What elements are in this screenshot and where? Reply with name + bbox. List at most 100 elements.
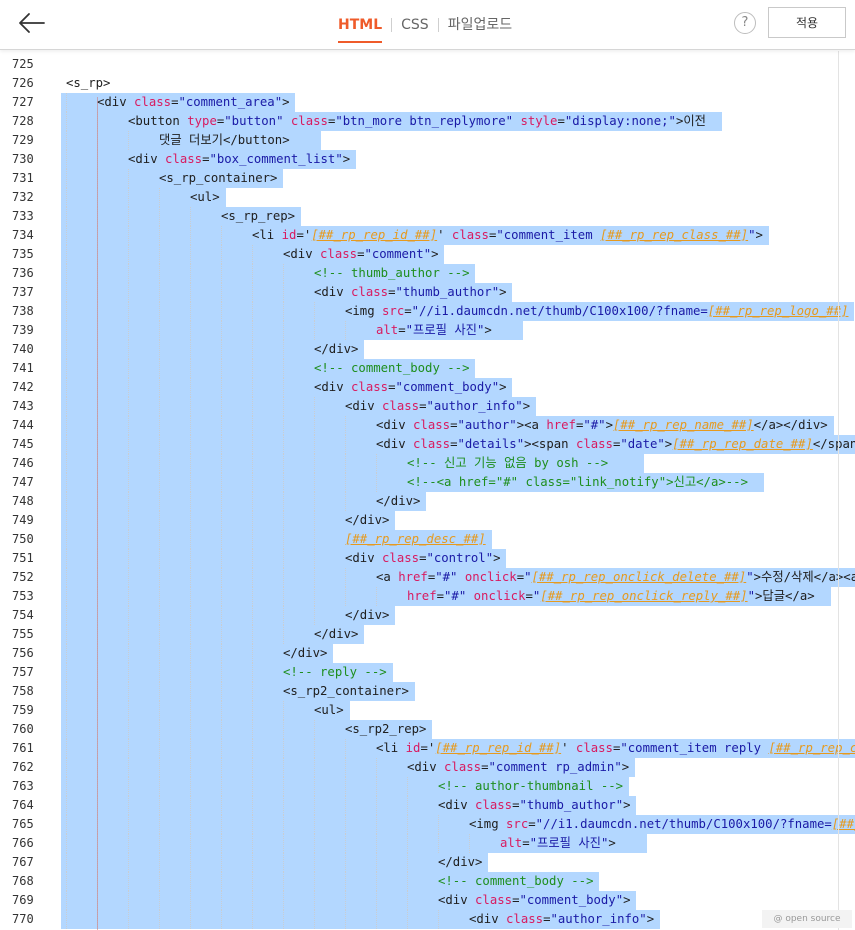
indent-guide xyxy=(252,302,253,321)
code-line[interactable]: 728<button type="button" class="btn_more… xyxy=(0,112,855,131)
open-source-badge[interactable]: @ open source xyxy=(762,910,852,928)
code-line[interactable]: 763<!-- author-thumbnail --> xyxy=(0,777,855,796)
code-line[interactable]: 754</div> xyxy=(0,606,855,625)
code-line[interactable]: 770<div class="author_info"> xyxy=(0,910,855,929)
code-tag-token: <s_rp_container> xyxy=(159,171,278,185)
code-string-token: "comment_item reply xyxy=(620,741,769,755)
indent-guide xyxy=(190,454,191,473)
tab-html[interactable]: HTML xyxy=(338,17,383,43)
indent-guide xyxy=(283,397,284,416)
code-line[interactable]: 760<s_rp2_rep> xyxy=(0,720,855,739)
tab-file-upload[interactable]: 파일업로드 xyxy=(447,17,513,33)
code-tag-token: = xyxy=(202,152,210,166)
indent-guide xyxy=(128,359,129,378)
code-line[interactable]: 767</div> xyxy=(0,853,855,872)
selection-highlight xyxy=(61,340,365,359)
indent-guide xyxy=(128,264,129,283)
code-line[interactable]: 727<div class="comment_area"> xyxy=(0,93,855,112)
code-tag-token: > xyxy=(522,399,531,413)
indent-guide xyxy=(252,378,253,397)
indent-guide xyxy=(221,435,222,454)
code-line[interactable]: 750[##_rp_rep_desc_##] xyxy=(0,530,855,549)
code-line[interactable]: 746<!-- 신고 기능 없음 by osh --> xyxy=(0,454,855,473)
code-string-token: "comment_item xyxy=(496,228,601,242)
code-tag-token: > xyxy=(646,912,655,926)
code-line[interactable]: 751<div class="control"> xyxy=(0,549,855,568)
apply-button[interactable]: 적용 xyxy=(768,7,846,38)
code-line[interactable]: 742<div class="comment_body"> xyxy=(0,378,855,397)
code-text: <li id='[##_rp_rep_id_##]' class="commen… xyxy=(376,739,855,758)
selection-highlight xyxy=(61,435,855,454)
code-line[interactable]: 757<!-- reply --> xyxy=(0,663,855,682)
code-string-token: "thumb_author" xyxy=(395,285,500,299)
code-line[interactable]: 759<ul> xyxy=(0,701,855,720)
code-line[interactable]: 761<li id='[##_rp_rep_id_##]' class="com… xyxy=(0,739,855,758)
code-line[interactable]: 736<!-- thumb_author --> xyxy=(0,264,855,283)
code-string-token: " xyxy=(748,228,756,242)
code-line[interactable]: 725 xyxy=(0,55,855,74)
code-line[interactable]: 743<div class="author_info"> xyxy=(0,397,855,416)
code-line[interactable]: 762<div class="comment rp_admin"> xyxy=(0,758,855,777)
code-line[interactable]: 731<s_rp_container> xyxy=(0,169,855,188)
code-attr-token: class xyxy=(351,285,389,299)
indent-guide xyxy=(314,891,315,910)
code-line[interactable]: 740</div> xyxy=(0,340,855,359)
back-button[interactable] xyxy=(14,8,48,38)
code-text: alt="프로필 사진"> xyxy=(500,834,616,853)
code-line[interactable]: 768<!-- comment_body --> xyxy=(0,872,855,891)
indent-guide xyxy=(159,625,160,644)
code-line[interactable]: 734<li id='[##_rp_rep_id_##]' class="com… xyxy=(0,226,855,245)
code-line[interactable]: 758<s_rp2_container> xyxy=(0,682,855,701)
code-line[interactable]: 752<a href="#" onclick="[##_rp_rep_oncli… xyxy=(0,568,855,587)
indent-guide xyxy=(66,378,67,397)
indent-guide xyxy=(128,720,129,739)
indent-guide xyxy=(283,378,284,397)
code-line[interactable]: 737<div class="thumb_author"> xyxy=(0,283,855,302)
indent-guide xyxy=(66,682,67,701)
code-line[interactable]: 741<!-- comment_body --> xyxy=(0,359,855,378)
code-line[interactable]: 730<div class="box_comment_list"> xyxy=(0,150,855,169)
code-line[interactable]: 738<img src="//i1.daumcdn.net/thumb/C100… xyxy=(0,302,855,321)
code-comment-token: <!--<a href="#" class="link_notify">신고</… xyxy=(407,475,748,489)
code-line[interactable]: 735<div class="comment"> xyxy=(0,245,855,264)
code-line[interactable]: 726<s_rp> xyxy=(0,74,855,93)
indent-guide xyxy=(252,796,253,815)
line-number: 750 xyxy=(12,532,34,546)
code-line[interactable]: 745<div class="details"><span class="dat… xyxy=(0,435,855,454)
tab-css[interactable]: CSS xyxy=(401,17,429,33)
code-tag-token: > xyxy=(431,247,439,261)
code-line[interactable]: 755</div> xyxy=(0,625,855,644)
code-string-token: "date" xyxy=(620,437,665,451)
code-line[interactable]: 732<ul> xyxy=(0,188,855,207)
code-attr-token: alt xyxy=(500,836,523,850)
tab-divider xyxy=(391,18,393,32)
code-line[interactable]: 769<div class="comment_body"> xyxy=(0,891,855,910)
indent-guide xyxy=(159,530,160,549)
line-number: 754 xyxy=(12,608,34,622)
indent-guide xyxy=(128,378,129,397)
code-tag-token: <div xyxy=(438,798,476,812)
code-line[interactable]: 748</div> xyxy=(0,492,855,511)
code-placeholder-token: [##_rp_rep_logo_##] xyxy=(707,304,849,318)
indent-guide xyxy=(66,397,67,416)
code-line[interactable]: 764<div class="thumb_author"> xyxy=(0,796,855,815)
code-line[interactable]: 744<div class="author"><a href="#">[##_r… xyxy=(0,416,855,435)
help-button[interactable]: ? xyxy=(734,12,756,34)
code-string-token: "#" xyxy=(444,589,467,603)
code-line[interactable]: 733<s_rp_rep> xyxy=(0,207,855,226)
code-line[interactable]: 749</div> xyxy=(0,511,855,530)
code-line[interactable]: 756</div> xyxy=(0,644,855,663)
code-line[interactable]: 765<img src="//i1.daumcdn.net/thumb/C100… xyxy=(0,815,855,834)
indent-guide xyxy=(66,245,67,264)
indent-guide xyxy=(159,321,160,340)
code-text: <!-- comment_body --> xyxy=(314,359,469,378)
code-string-token: "//i1.daumcdn.net/thumb/C100x100/?fname= xyxy=(535,817,832,831)
indent-guide xyxy=(221,378,222,397)
code-tag-token: <div xyxy=(376,437,414,451)
code-line[interactable]: 747<!--<a href="#" class="link_notify">신… xyxy=(0,473,855,492)
